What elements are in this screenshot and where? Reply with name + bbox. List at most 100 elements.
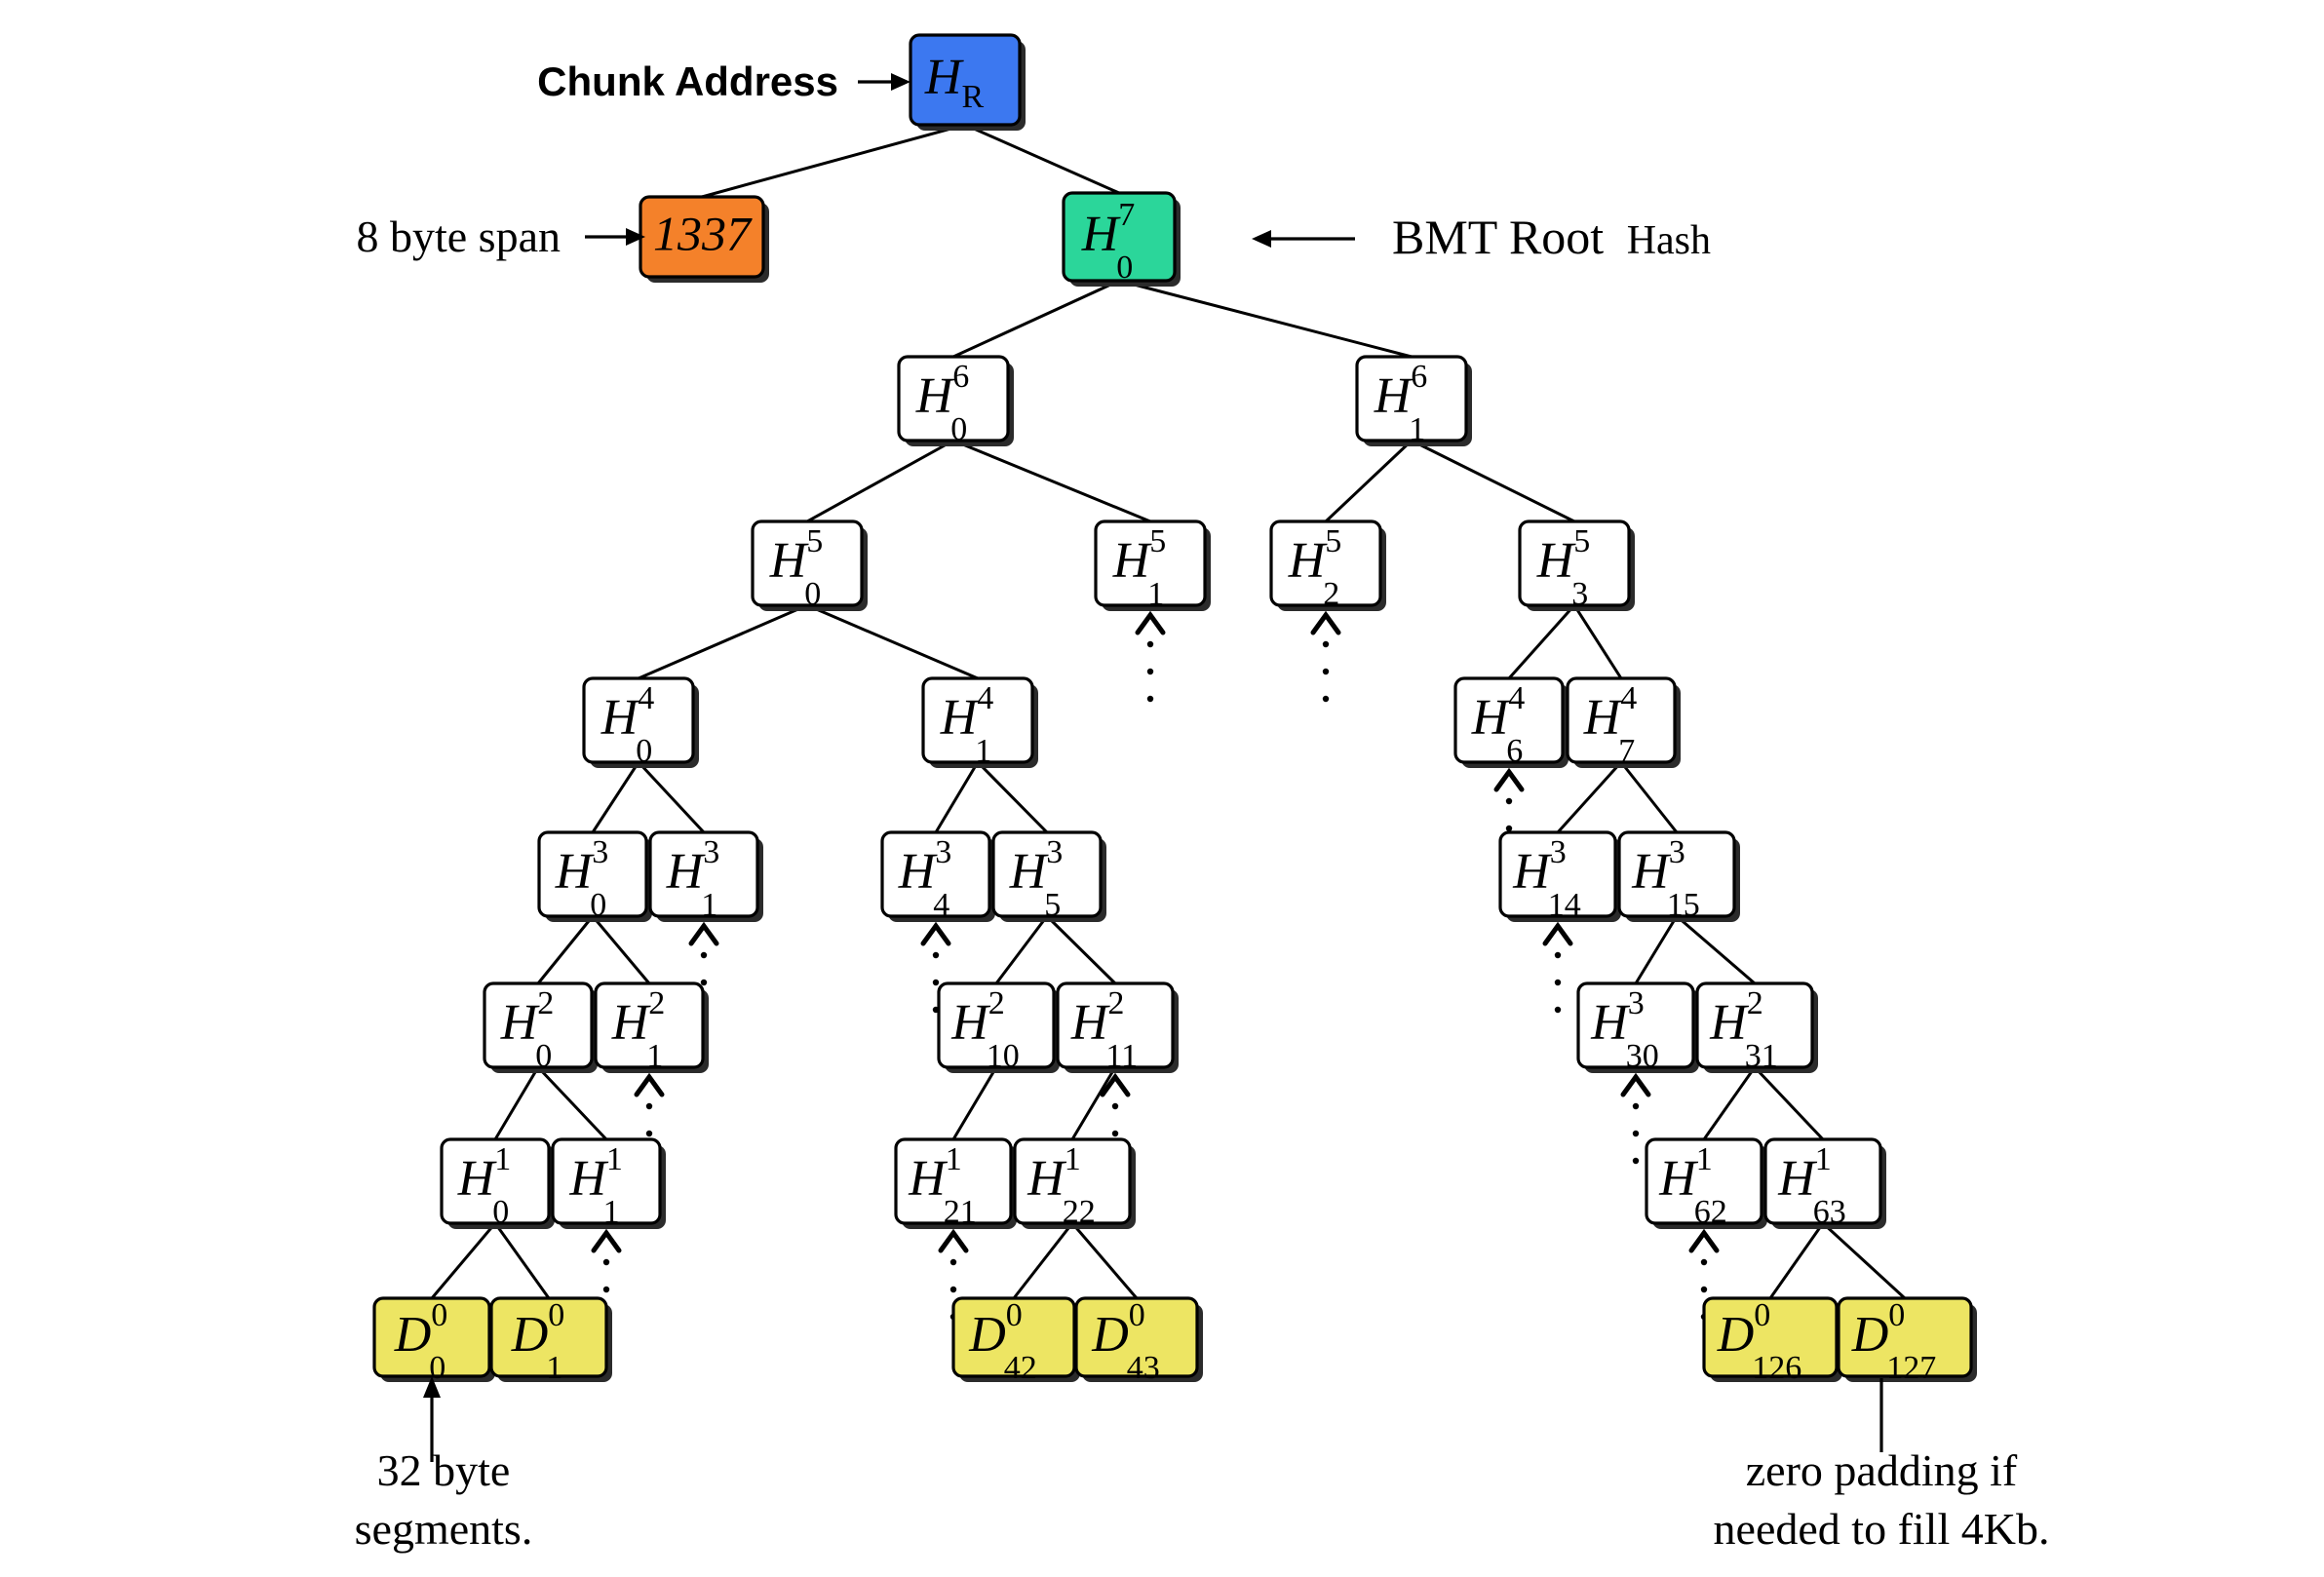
- node-h1-1-box[interactable]: [551, 1137, 662, 1225]
- node-h3-14-box[interactable]: [1498, 830, 1617, 918]
- node-h5-3-box[interactable]: [1518, 519, 1631, 607]
- node-h4-7-box[interactable]: [1566, 676, 1677, 764]
- node-h4-0-box[interactable]: [582, 676, 695, 764]
- node-chunk-address-hash-box[interactable]: [909, 33, 1022, 127]
- node-chunk-address-hash[interactable]: HR: [909, 33, 1026, 131]
- node-h2-1-box[interactable]: [594, 981, 705, 1069]
- node-h4-6-box[interactable]: [1453, 676, 1565, 764]
- label-span: 8 byte span: [356, 212, 561, 261]
- node-h1-22-box[interactable]: [1013, 1137, 1132, 1225]
- node-h5-2-box[interactable]: [1269, 519, 1382, 607]
- ellipsis-h3-30: [1620, 1072, 1651, 1165]
- node-h3-15-box[interactable]: [1617, 830, 1736, 918]
- node-h2-11-box[interactable]: [1056, 981, 1175, 1069]
- edge-h2-31-h1-62: [1702, 1066, 1757, 1140]
- edge-h3-0-h2-1: [591, 915, 651, 984]
- caption-padding-line1: zero padding if: [1746, 1445, 2018, 1495]
- node-d0-127-box[interactable]: [1837, 1296, 1973, 1378]
- node-bmt-root-hash-box[interactable]: [1062, 191, 1177, 283]
- node-h2-10-box[interactable]: [937, 981, 1056, 1069]
- node-h3-1-box[interactable]: [648, 830, 759, 918]
- node-h1-62-box[interactable]: [1645, 1137, 1763, 1225]
- edge-h6-0-h5-1: [952, 439, 1151, 523]
- node-span-value-label: 1337: [653, 206, 753, 260]
- node-h1-21-box[interactable]: [894, 1137, 1013, 1225]
- node-h5-1-box[interactable]: [1094, 519, 1207, 607]
- node-d0-126-box[interactable]: [1702, 1296, 1839, 1378]
- edge-h3-15-h2-31: [1676, 914, 1756, 985]
- node-h3-30-box[interactable]: [1576, 981, 1695, 1069]
- edge-h4-1-h3-5: [976, 760, 1049, 834]
- caption-padding-line2: needed to fill 4Kb.: [1714, 1504, 2050, 1554]
- node-h2-0-box[interactable]: [483, 981, 594, 1069]
- edge-h6-1-h5-2: [1324, 439, 1414, 523]
- annotation-layer: Chunk Address 8 byte span BMT Root Hash …: [355, 58, 2050, 1554]
- node-h3-4-box[interactable]: [880, 830, 991, 918]
- edge-h1-63-d0-127: [1821, 1221, 1907, 1300]
- node-h3-5-box[interactable]: [991, 830, 1103, 918]
- node-h6-0-box[interactable]: [897, 355, 1010, 442]
- node-h6-1-box[interactable]: [1355, 355, 1468, 442]
- node-h2-31-box[interactable]: [1695, 981, 1814, 1069]
- label-bmt-root-strong: BMT Root: [1392, 210, 1604, 264]
- node-d0-43-box[interactable]: [1074, 1296, 1199, 1378]
- node-h1-0-box[interactable]: [440, 1137, 551, 1225]
- node-span-value[interactable]: 1337: [639, 195, 769, 283]
- edge-h2-10-h1-21: [951, 1066, 998, 1140]
- edge-h6-0-h5-0: [806, 439, 954, 523]
- edge-h2-11-h1-22: [1070, 1066, 1117, 1140]
- edge-h4-1-h3-4: [934, 761, 980, 833]
- node-h1-63-box[interactable]: [1763, 1137, 1882, 1225]
- node-h3-0-box[interactable]: [537, 830, 648, 918]
- node-h5-0-box[interactable]: [751, 519, 864, 607]
- node-h4-1-box[interactable]: [921, 676, 1034, 764]
- node-d0-1-box[interactable]: [489, 1296, 608, 1378]
- node-d0-42-box[interactable]: [951, 1296, 1076, 1378]
- bmt-root-arrow-head: [1252, 230, 1271, 248]
